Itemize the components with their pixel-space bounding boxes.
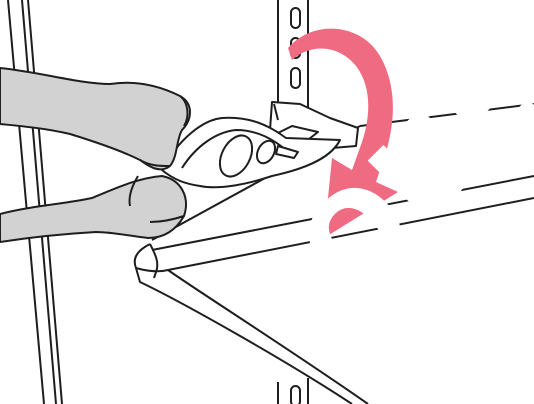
lower-hand-icon <box>0 176 186 242</box>
upper-hand-icon <box>0 68 190 169</box>
left-upright-post <box>8 0 62 404</box>
